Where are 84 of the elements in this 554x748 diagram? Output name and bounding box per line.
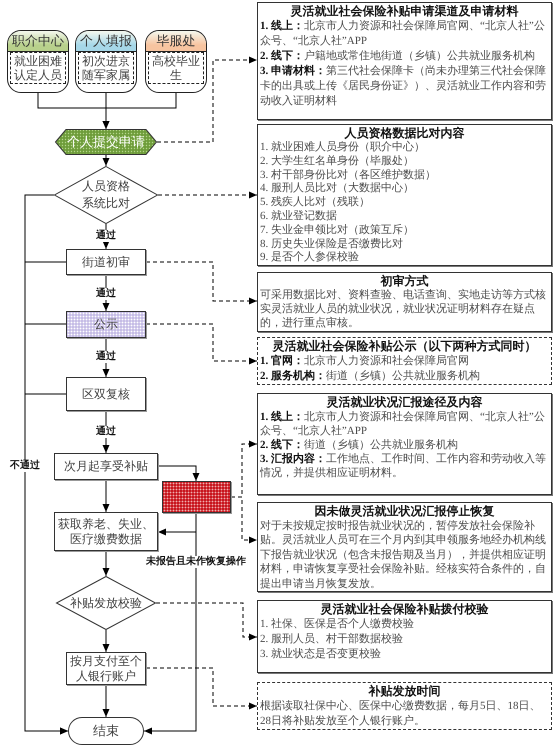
process-box: 街道初审 [66,249,146,275]
end-terminal: 结束 [68,717,144,745]
panel-text: 3. 申请材料：第三代社会保障卡（尚未办理第三代社会保障卡的出具或上传《居民身份证》）、灵活就业工作内容和劳动收入证明材料 [260,64,547,109]
panel-text: 3. 就业状态是否变更校验 [260,647,382,662]
panel-text: 根据读取社保中心、医保中心缴费数据，每月5日、18日、28日将补贴发放至个人银行账户。 [260,699,542,729]
arrow [102,630,110,652]
card-header: 职介中心 [8,31,68,52]
arrow [102,154,110,166]
arrow [158,466,200,482]
dashed-arrow [158,192,258,198]
source-card [7,30,69,93]
info-panel [257,124,552,266]
panel-title: 人员资格数据比对内容 [344,125,466,140]
panel-text: 2. 线下：户籍地或常住地街道（乡镇）公共就业服务机构 [260,49,536,64]
panel-text: 4. 服刑人员比对（大数据中心） [260,182,415,196]
panel-title: 灵活就业状况汇报途径及内容 [325,394,484,410]
panel-text: 1. 就业困难人员身份（职介中心） [260,141,426,155]
edge-label: 通过 [95,288,117,300]
panel-title: 灵活就业社会保险补贴公示（以下两种方式同时） [271,338,538,354]
process-box: 区双复核 [66,377,146,411]
dashed-arrow [156,56,258,142]
dashed-arrow [230,496,258,544]
dashed-text-box: 就业困难认定人员 [10,52,66,84]
panel-text: 6. 就业登记数据 [260,210,338,224]
source-card [75,30,137,93]
info-panel [257,2,552,120]
arrow [24,394,68,734]
dashed-arrow [146,262,258,304]
source-card [145,30,207,93]
info-panel [257,272,552,332]
edge-label: 未报告且未作恢复操作 [145,556,247,568]
panel-text: 3. 村干部身份比对（各区维护数据） [260,168,437,182]
panel-text: 1. 线上：北京市人力资源和社会保障局官网、“北京人社”公众号、“北京人社”APP [260,19,546,49]
patterned-box [162,481,231,513]
process-box: 获取养老、失业、医疗缴费数据 [54,512,158,551]
panel-text: 1. 官网：北京市人力资源和社会保障局官网 [260,354,470,369]
arrow [102,550,110,576]
panel-text: 2. 大学生红名单身份（毕服处） [260,154,415,168]
decision-diamond: 补贴发放校验 [56,576,156,630]
edge-label: 通过 [95,351,117,363]
info-panel [257,502,552,592]
card-header: 个人填报 [76,31,136,52]
edge-label: 通过 [95,230,117,242]
info-panel [257,393,552,495]
arrow [102,274,110,312]
process-box: 公示 [66,311,146,338]
panel-text: 2. 服刑人员、村干部数据校验 [260,632,404,647]
panel-title: 初审方式 [379,273,430,289]
info-panel [257,337,552,385]
panel-text: 1. 线上：北京市人力资源和社会保障局官网、“北京人社”公众号、“北京人社”APP [260,410,546,438]
panel-title: 灵活就业社会保险补贴拨付校验 [319,601,490,617]
process-box: 次月起享受补贴 [54,453,158,480]
arrow [102,684,110,718]
dashed-text-box: 初次进京随军家属 [78,52,134,84]
edge-label: 通过 [95,426,117,438]
dashed-arrow [146,668,258,710]
process-box: 按月支付至个人银行账户 [66,652,146,685]
panel-title: 补贴发放时间 [367,683,442,699]
panel-title: 灵活就业社会保险补贴申请渠道及申请材料 [289,3,520,19]
arrow [102,480,110,512]
panel-text: 2. 服务机构：街道（乡镇）公共就业服务机构 [260,369,481,384]
info-panel [257,682,552,730]
arrow [102,338,110,378]
dashed-arrow [156,602,258,640]
panel-text: 9. 是否个人参保校验 [260,251,360,266]
dashed-arrow [146,324,258,364]
arrow [102,92,176,130]
panel-text: 对于未按规定按时报告就业状况的，暂停发放社会保险补贴。灵活就业人员可在三个月内到其申领服务地经办机构线下报告就业状况（包含未报告期及当月），并提供相应证明材料，申请恢复享受社会保险补贴。经核实符合条件的，自提出申请当月恢复发放。 [260,519,547,592]
panel-text: 5. 残疾人比对（残联） [260,196,371,210]
decision-diamond: 人员资格系统比对 [54,166,158,224]
dashed-text-box: 高校毕业生 [148,52,204,84]
card-header: 毕服处 [146,31,206,52]
hexagon-step: 个人提交申请 [55,129,157,155]
arrow [144,512,196,734]
panel-title: 因未做灵活就业状况汇报停止恢复 [314,503,496,519]
panel-text: 可采用数据比对、资料查验、电话查询、实地走访等方式核实灵活就业人员的就业状况，就业状况证明材料存在疑点的，进行重点审核。 [260,289,547,330]
panel-text: 3. 汇报内容：工作地点、工作时间、工作内容和劳动收入等情况，并提供相应证明材料。 [260,452,547,480]
panel-text: 8. 历史失业保险是否缴费比对 [260,238,404,251]
panel-text: 1. 社保、医保是否个人缴费校验 [260,617,415,632]
edge-label: 不通过 [9,460,41,472]
panel-text: 2. 线下：街道（乡镇）公共就业服务机构 [260,438,459,452]
panel-text: 7. 失业金申领比对（政策互斥） [260,224,415,238]
info-panel [257,600,552,673]
arrow [102,410,110,454]
